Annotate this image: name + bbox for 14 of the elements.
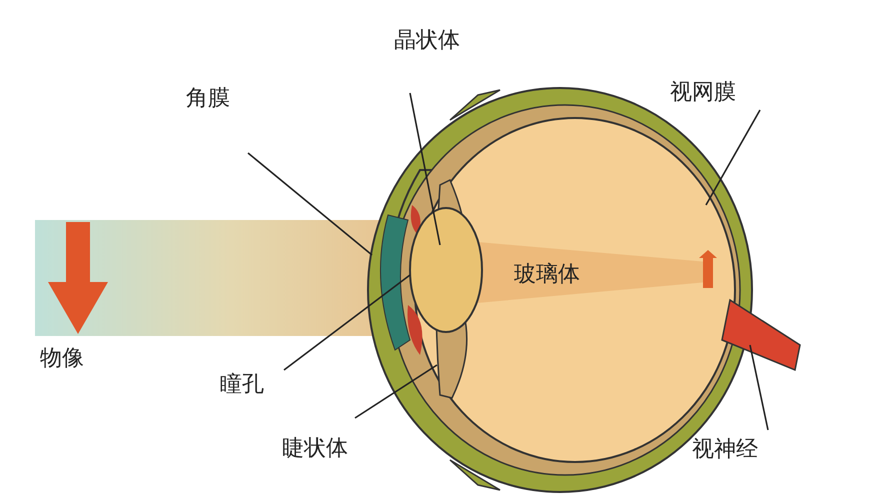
leader-line (749, 344, 769, 430)
part-label: 玻璃体 (514, 262, 580, 288)
leader-line (705, 110, 761, 206)
leader-line (354, 364, 438, 419)
leader-line (409, 92, 441, 246)
part-label: 瞳孔 (220, 372, 264, 398)
leader-line (284, 274, 410, 371)
part-label: 视神经 (692, 437, 758, 463)
part-label: 角膜 (186, 86, 230, 112)
part-label: 视网膜 (670, 80, 736, 106)
part-label: 物像 (40, 346, 84, 372)
part-label: 睫状体 (282, 436, 348, 462)
part-label: 晶状体 (394, 28, 460, 54)
leader-line (248, 152, 372, 256)
